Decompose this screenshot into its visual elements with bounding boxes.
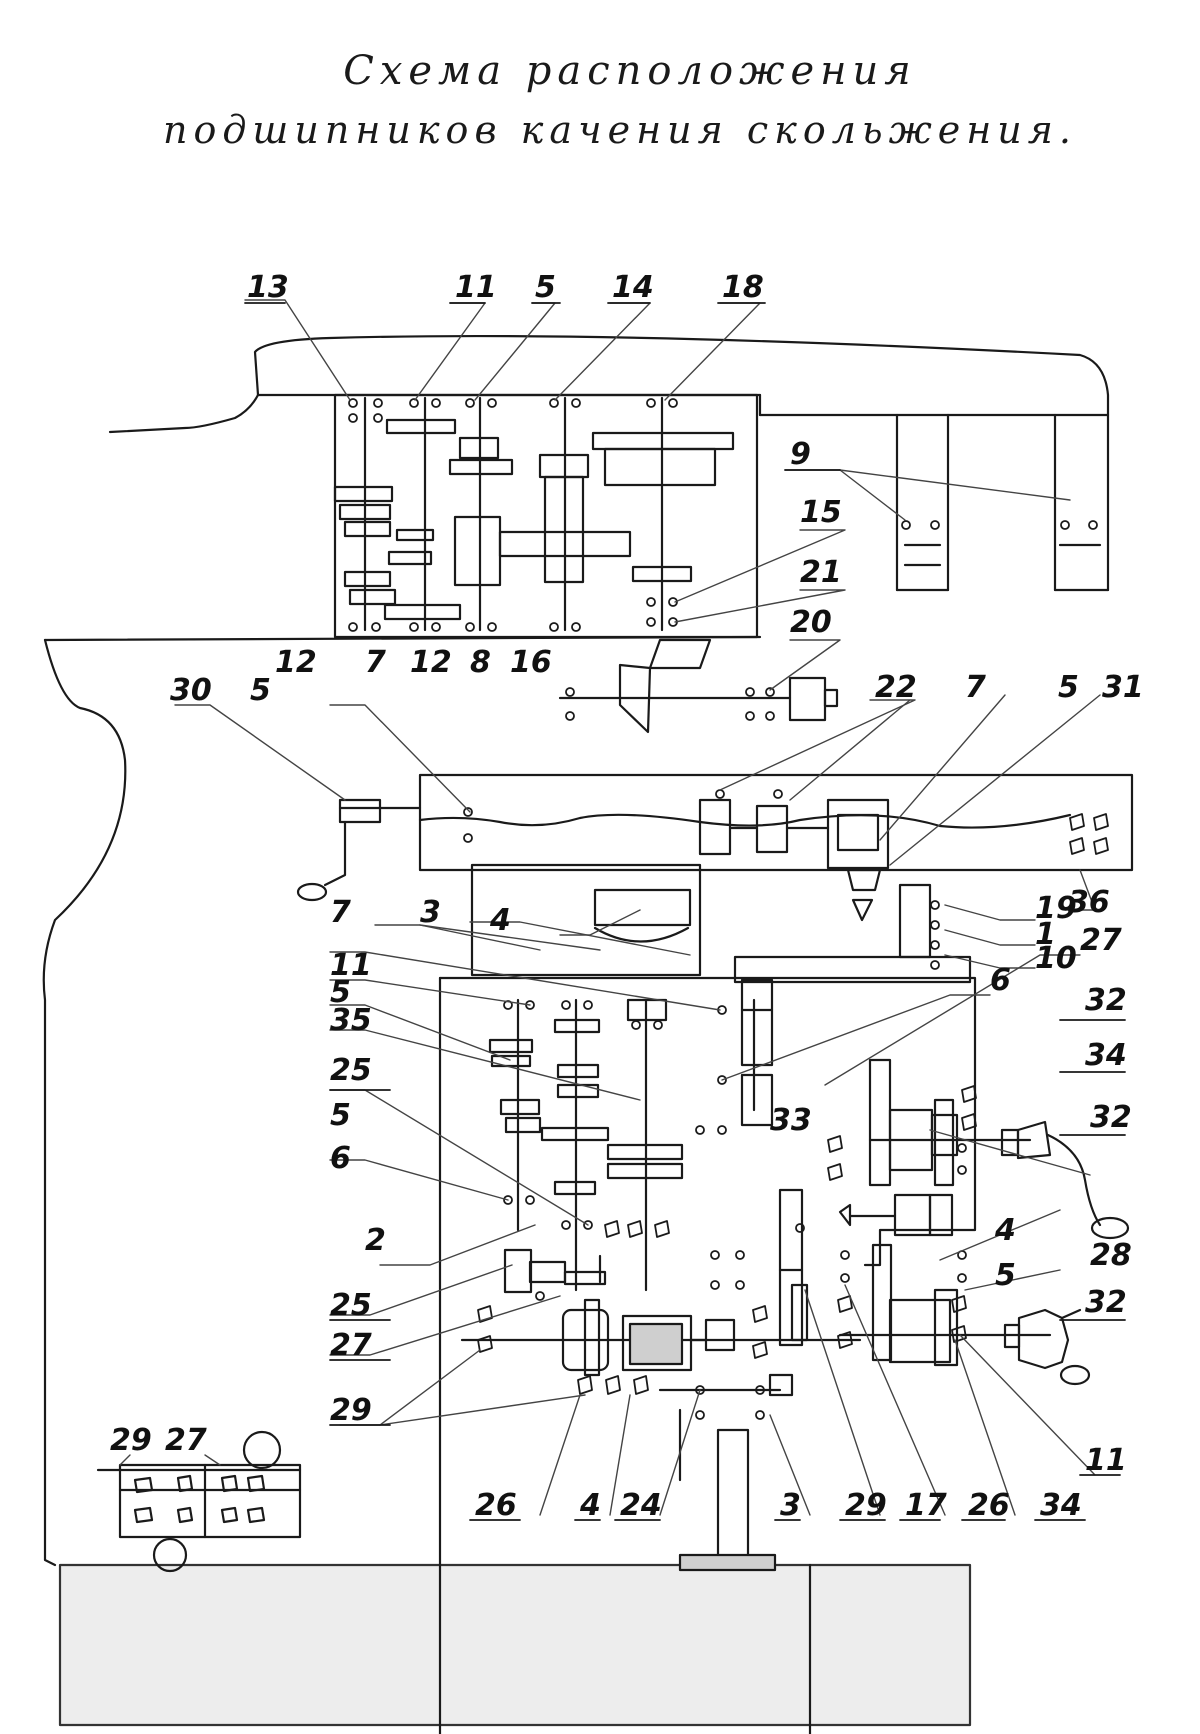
callout-5: 5 xyxy=(330,1098,351,1133)
right-drive-assembly xyxy=(790,1058,1130,1386)
callout-5: 5 xyxy=(1058,670,1079,705)
title-line-2: подшипников качения скольжения. xyxy=(162,108,1078,152)
callout-33: 33 xyxy=(770,1103,812,1138)
callout-3: 3 xyxy=(420,895,441,930)
callout-4: 4 xyxy=(994,1213,1016,1248)
callout-26: 26 xyxy=(475,1488,517,1523)
callout-12: 12 xyxy=(275,645,317,680)
feed-housing xyxy=(296,773,1134,984)
callout-5: 5 xyxy=(535,270,556,305)
callout-31: 31 xyxy=(1102,670,1144,705)
callout-20: 20 xyxy=(790,605,832,640)
callout-18: 18 xyxy=(722,270,764,305)
callout-10: 10 xyxy=(1035,941,1077,976)
callout-36: 36 xyxy=(1068,885,1110,920)
callout-7: 7 xyxy=(965,670,986,705)
callout-28: 28 xyxy=(1090,1238,1132,1273)
callout-35: 35 xyxy=(330,1003,372,1038)
callout-5: 5 xyxy=(995,1258,1016,1293)
callout-29: 29 xyxy=(845,1488,887,1523)
callout-27: 27 xyxy=(1080,923,1122,958)
callout-2: 2 xyxy=(365,1223,386,1258)
callout-27: 27 xyxy=(165,1423,207,1458)
callout-12: 12 xyxy=(410,645,452,680)
callout-32: 32 xyxy=(1085,1285,1127,1320)
leader-lines xyxy=(119,299,1101,1516)
callout-32: 32 xyxy=(1085,983,1127,1018)
callout-32: 32 xyxy=(1090,1100,1132,1135)
callout-8: 8 xyxy=(470,645,491,680)
callout-9: 9 xyxy=(790,437,811,472)
callout-16: 16 xyxy=(510,645,552,680)
callout-17: 17 xyxy=(905,1488,947,1523)
callout-24: 24 xyxy=(620,1488,662,1523)
callout-4: 4 xyxy=(579,1488,601,1523)
callout-6: 6 xyxy=(990,963,1011,998)
callout-15: 15 xyxy=(800,495,842,530)
callout-34: 34 xyxy=(1085,1038,1127,1073)
callout-5: 5 xyxy=(330,975,351,1010)
callout-29: 29 xyxy=(110,1423,152,1458)
callout-22: 22 xyxy=(875,670,917,705)
roller-bearing-markers xyxy=(477,813,1109,1395)
callout-14: 14 xyxy=(612,270,654,305)
callout-26: 26 xyxy=(968,1488,1010,1523)
title-line-1: Схема расположения xyxy=(343,48,917,94)
callout-labels: 13 11 5 14 18 9 15 21 20 12 7 12 8 16 30… xyxy=(110,270,1144,1523)
callout-underlines xyxy=(244,302,1126,1521)
machine-outline xyxy=(42,334,1110,1727)
callout-1: 1 xyxy=(1035,917,1056,952)
callout-11: 11 xyxy=(455,270,497,305)
lower-bearings xyxy=(463,789,967,1420)
callout-27: 27 xyxy=(330,1328,372,1363)
lower-gearbox xyxy=(438,976,977,1734)
callout-21: 21 xyxy=(800,555,842,590)
callout-6: 6 xyxy=(330,1141,351,1176)
callout-13: 13 xyxy=(247,270,289,305)
left-detail-block xyxy=(96,1430,302,1573)
callout-7: 7 xyxy=(365,645,386,680)
callout-29: 29 xyxy=(330,1393,372,1428)
callout-19: 19 xyxy=(1035,891,1077,926)
callout-5: 5 xyxy=(250,673,271,708)
upper-bearings xyxy=(348,398,1098,721)
upper-gearbox xyxy=(333,393,1110,734)
callout-11: 11 xyxy=(1085,1443,1127,1478)
callout-25: 25 xyxy=(330,1053,372,1088)
callout-34: 34 xyxy=(1040,1488,1082,1523)
callout-4: 4 xyxy=(489,903,511,938)
callout-7: 7 xyxy=(330,895,351,930)
callout-11: 11 xyxy=(330,948,372,983)
callout-25: 25 xyxy=(330,1288,372,1323)
callout-3: 3 xyxy=(780,1488,801,1523)
callout-30: 30 xyxy=(170,673,212,708)
